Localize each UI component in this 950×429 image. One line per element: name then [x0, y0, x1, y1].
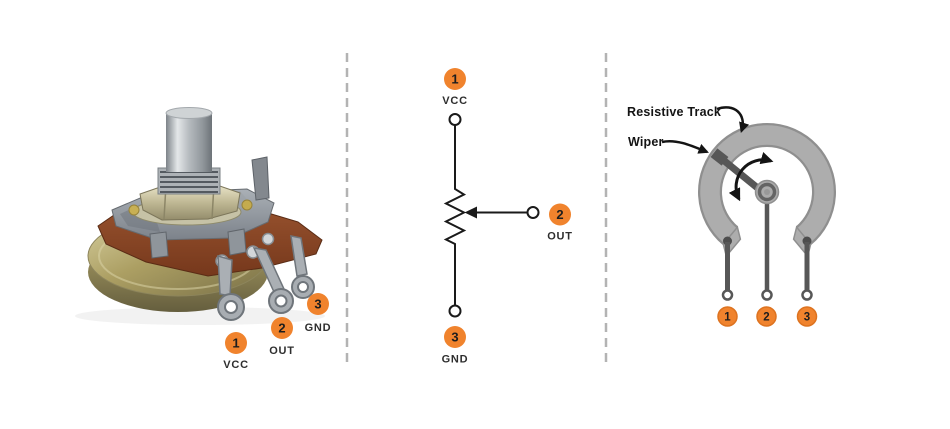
mounting-tab [251, 156, 270, 201]
schematic-pin-2-number: 2 [556, 207, 563, 222]
shaft-top [165, 107, 213, 119]
photo-pin-1-label: VCC [223, 359, 249, 371]
terminal-lug-1 [217, 254, 245, 321]
internal-pin-2-number: 2 [763, 312, 769, 324]
wiper-arrowhead-icon [464, 206, 477, 219]
photo-pin-3-number: 3 [314, 297, 321, 312]
housing-tab-front-2 [227, 228, 247, 256]
schematic-pin-1-number: 1 [451, 72, 458, 87]
schematic-pin-3-badge [444, 326, 466, 348]
schematic-pin-annotations: 1 VCC 2 OUT 3 GND [442, 68, 573, 366]
leg-3-terminal-circle [801, 289, 813, 301]
resistive-track [700, 125, 834, 244]
schematic-pin-3-number: 3 [451, 330, 458, 345]
photo-pin-2-label: OUT [269, 345, 295, 357]
terminal-lug-2 [252, 247, 294, 314]
wiper-label: Wiper [628, 135, 664, 149]
resistive-track-pointer-arrow-icon [716, 106, 750, 133]
terminal-lug-3 [290, 235, 315, 299]
internal-pin-2-badge [756, 306, 777, 327]
leg-2-terminal-circle [761, 289, 773, 301]
schematic-pin-2-badge [549, 203, 571, 226]
internal-pin-3-badge [796, 306, 818, 327]
rivet [261, 232, 275, 246]
terminal-1-circle [448, 113, 462, 126]
schematic-pin-1-label: VCC [442, 95, 468, 107]
photo-pin-3-label: GND [305, 322, 332, 334]
photo-pin-3-badge [307, 293, 329, 315]
housing-tab-front [149, 231, 169, 259]
hub-center [764, 189, 770, 195]
potentiometer-internals: Resistive Track Wiper 1 2 3 [627, 105, 836, 327]
photo-pin-1-number: 1 [232, 336, 239, 351]
schematic-pin-3-label: GND [442, 354, 469, 366]
potentiometer-schematic [443, 113, 540, 318]
terminal-2-circle [526, 206, 540, 219]
photo-pin-2-badge [271, 317, 293, 339]
wiper-contact-head [710, 148, 729, 166]
photo-pin-1-badge [225, 332, 247, 354]
rotation-arrow-icon [728, 152, 774, 202]
photo-pin-2-number: 2 [278, 321, 285, 336]
resistive-track-label: Resistive Track [627, 105, 721, 119]
photo-pin-annotations: 1 VCC 2 OUT 3 GND [223, 293, 331, 371]
leg-1-terminal-circle [721, 289, 734, 301]
resistor-symbol [443, 187, 467, 246]
schematic-pin-2-label: OUT [547, 231, 573, 243]
internal-pin-1-badge [717, 306, 738, 327]
brass-rivet [241, 199, 253, 211]
internal-pin-3-number: 3 [804, 312, 810, 324]
terminal-3-circle [448, 304, 462, 318]
photo-shadow [75, 307, 325, 325]
potentiometer-photo [75, 107, 325, 325]
brass-rivet [128, 204, 140, 216]
schematic-pin-1-badge [444, 68, 466, 90]
shaft [166, 112, 212, 172]
wiper-pointer-arrow-icon [661, 140, 709, 154]
internal-pin-1-number: 1 [724, 312, 731, 324]
